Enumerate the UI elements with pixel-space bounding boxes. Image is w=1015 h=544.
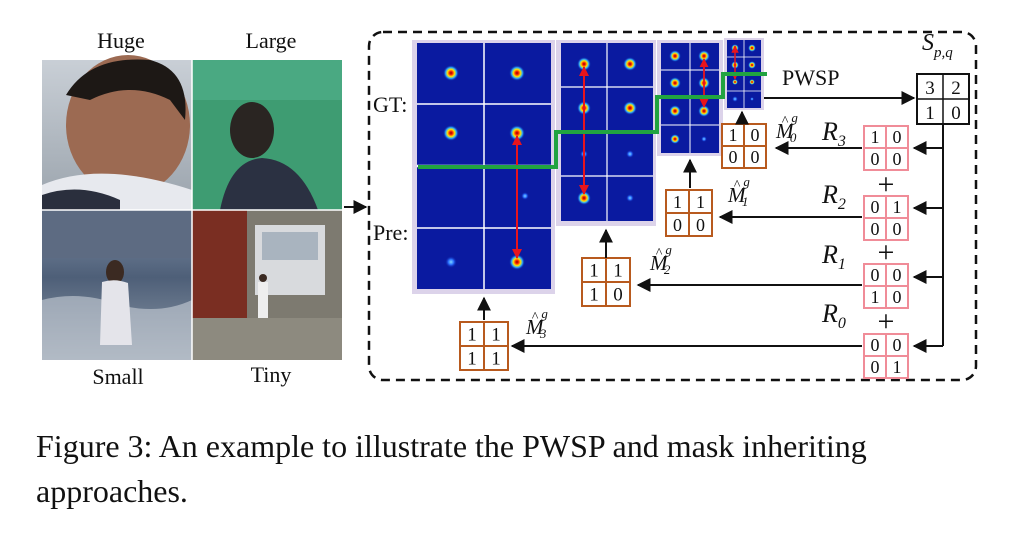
matrix-cell-box bbox=[581, 281, 607, 307]
s-matrix: 3 2 1 0 bbox=[916, 73, 970, 125]
matrix-cell: 1 bbox=[893, 197, 902, 217]
matrix-cell: 1 bbox=[467, 349, 477, 370]
figure: Huge Large Small Tiny GT: Pre: bbox=[42, 28, 978, 389]
matrix-cell: 0 bbox=[871, 197, 880, 217]
pwsp-boundary-line bbox=[418, 72, 767, 169]
matrix-cell: 1 bbox=[673, 192, 682, 212]
r-label: R1 bbox=[821, 240, 846, 273]
matrix-cell-box bbox=[885, 285, 909, 309]
matrix-cell: 1 bbox=[589, 261, 599, 282]
matrix-cell: 1 bbox=[729, 125, 738, 145]
s-label: Sp,q bbox=[922, 30, 953, 61]
r-label: R0 bbox=[821, 299, 846, 332]
matrix-cell: 1 bbox=[871, 127, 880, 147]
s-cell: 0 bbox=[951, 103, 961, 124]
s-cell: 1 bbox=[925, 103, 935, 124]
matrix-cell-box bbox=[688, 212, 713, 237]
matrix-cell: 0 bbox=[893, 265, 902, 285]
matrix-cell: 0 bbox=[893, 335, 902, 355]
matrix-cell-box bbox=[483, 345, 509, 371]
pipeline-container bbox=[367, 30, 978, 382]
matrix-cell: 0 bbox=[893, 287, 902, 307]
plus-sign: + bbox=[878, 168, 895, 201]
matrix-cell-box bbox=[605, 281, 631, 307]
photo-small bbox=[42, 210, 192, 360]
matrix-cell: 0 bbox=[751, 125, 760, 145]
photo-huge bbox=[42, 55, 192, 210]
matrix-cell: 0 bbox=[729, 147, 738, 167]
matrix-cell: 0 bbox=[893, 219, 902, 239]
matrix-cell: 1 bbox=[589, 285, 599, 306]
matrix-cell: 0 bbox=[871, 219, 880, 239]
s-cell: 3 bbox=[925, 78, 935, 99]
matrix-cell-box bbox=[885, 217, 909, 241]
figure-caption: Figure 3: An example to illustrate the P… bbox=[36, 428, 867, 509]
label-small: Small bbox=[92, 364, 143, 389]
row-label-pre: Pre: bbox=[373, 220, 408, 245]
label-tiny: Tiny bbox=[251, 362, 292, 387]
matrix-cell-box bbox=[885, 355, 909, 379]
matrix-cell: 0 bbox=[893, 127, 902, 147]
s-cell: 2 bbox=[951, 78, 961, 99]
matrix-cell: 0 bbox=[613, 285, 623, 306]
matrix-cell: 1 bbox=[893, 357, 902, 377]
plus-sign: + bbox=[878, 236, 895, 269]
photo-tiny bbox=[192, 210, 342, 360]
matrix-cell-box bbox=[885, 147, 909, 171]
label-huge: Huge bbox=[97, 28, 145, 53]
matrix-cell: 0 bbox=[893, 149, 902, 169]
matrix-cell: 0 bbox=[696, 215, 705, 235]
matrix-cell: 0 bbox=[871, 357, 880, 377]
row-label-gt: GT: bbox=[373, 92, 407, 117]
matrix-cell: 0 bbox=[871, 149, 880, 169]
r-label: R3 bbox=[821, 117, 846, 150]
matrix-cell: 1 bbox=[467, 325, 477, 346]
pwsp-label: PWSP bbox=[782, 65, 839, 90]
matrix-cell-box bbox=[459, 345, 485, 371]
photo-large bbox=[192, 60, 342, 210]
matrix-cell: 1 bbox=[871, 287, 880, 307]
plus-sign: + bbox=[878, 305, 895, 338]
matrix-cell: 1 bbox=[696, 192, 705, 212]
matrix-cell-box bbox=[605, 257, 631, 283]
matrix-cell: 0 bbox=[871, 335, 880, 355]
matrix-cell: 1 bbox=[491, 325, 501, 346]
matrix-cell: 0 bbox=[673, 215, 682, 235]
r-label: R2 bbox=[821, 180, 846, 213]
matrix-cell: 1 bbox=[613, 261, 623, 282]
matrix-cell: 0 bbox=[751, 147, 760, 167]
matrix-cell-box bbox=[743, 145, 767, 169]
photo-grid bbox=[42, 55, 342, 360]
matrix-cell: 0 bbox=[871, 265, 880, 285]
label-large: Large bbox=[246, 28, 297, 53]
matrix-cell-box bbox=[483, 321, 509, 347]
matrix-cell: 1 bbox=[491, 349, 501, 370]
